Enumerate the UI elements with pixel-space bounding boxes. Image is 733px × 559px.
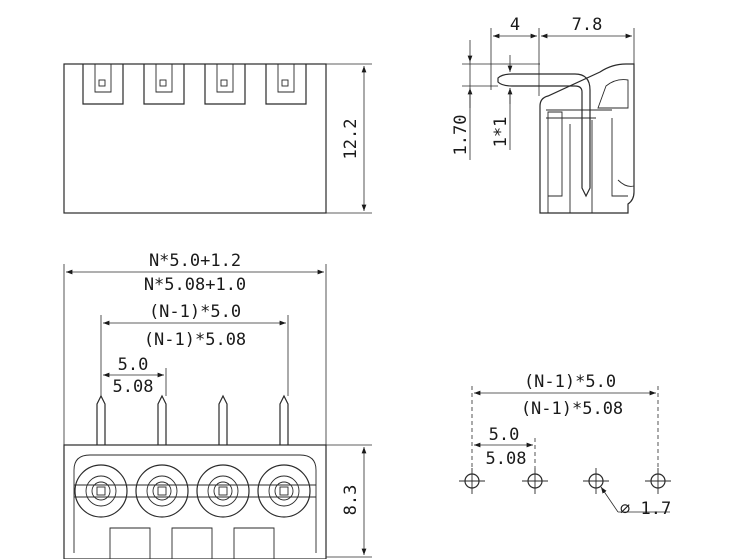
front-view-screw-3 (196, 464, 250, 518)
side-view-pin-width-label: 1*1 (491, 117, 511, 148)
front-pin-1 (96, 394, 106, 445)
front-view-pitch-dimension: 5.0 5.08 (103, 355, 167, 397)
pcb-pitch-label-50: 5.0 (489, 425, 520, 445)
pcb-hole-2 (522, 468, 548, 494)
front-view-overall-width-dimension: N*5.0+1.2 N*5.08+1.0 (63, 251, 327, 445)
side-view-top-dimensions: 4 7.8 (490, 15, 635, 96)
pcb-hole-3 (583, 468, 609, 494)
pcb-layout: (N-1)*5.0 (N-1)*5.08 5.0 5.08 ∅ 1.7 (459, 372, 671, 519)
pcb-span-dimension: (N-1)*5.0 (N-1)*5.08 (471, 372, 659, 468)
top-view-height-label: 12.2 (341, 119, 361, 160)
top-view-housing (63, 63, 327, 214)
front-view-screw-4 (257, 464, 311, 518)
front-pin-4 (279, 394, 289, 445)
front-pitch-label-50: 5.0 (118, 355, 149, 375)
front-pin-3 (218, 394, 228, 445)
pcb-hole-diameter-callout: ∅ 1.7 (600, 486, 671, 519)
pcb-pitch-dimension: 5.0 5.08 (474, 425, 536, 469)
side-view-pin-offset-label: 4 (510, 15, 520, 35)
side-view-depth-label: 7.8 (572, 15, 603, 35)
front-view-span-dimension: (N-1)*5.0 (N-1)*5.08 (100, 302, 289, 396)
side-view-left-dimensions: 1.70 1*1 (451, 40, 540, 160)
side-view: 4 7.8 1.70 1*1 (451, 15, 635, 214)
pcb-span-label-50: (N-1)*5.0 (524, 372, 616, 392)
top-view-height-dimension: 12.2 (326, 63, 372, 214)
front-span-label-508: (N-1)*5.08 (144, 330, 246, 350)
pcb-hole-4 (645, 468, 671, 494)
front-view-screw-1 (74, 464, 128, 518)
side-view-pin (497, 73, 591, 198)
side-view-pin-height-label: 1.70 (451, 115, 471, 156)
top-view-terminal-1 (82, 64, 124, 105)
top-view-terminal-2 (143, 64, 185, 105)
front-pitch-label-508: 5.08 (113, 377, 154, 397)
front-view: N*5.0+1.2 N*5.08+1.0 (N-1)*5.0 (N-1)*5.0… (63, 251, 372, 559)
front-view-screw-2 (135, 464, 189, 518)
front-view-pins (96, 394, 289, 445)
pcb-hole-diameter-label: ∅ 1.7 (620, 499, 671, 519)
pcb-pitch-label-508: 5.08 (486, 449, 527, 469)
front-overall-width-label-508: N*5.08+1.0 (144, 275, 246, 295)
top-view-terminal-3 (204, 64, 246, 105)
pcb-span-label-508: (N-1)*5.08 (521, 399, 623, 419)
front-pin-2 (157, 394, 167, 445)
front-view-housing (63, 444, 327, 559)
front-span-label-50: (N-1)*5.0 (149, 302, 241, 322)
front-height-label: 8.3 (341, 485, 361, 516)
top-view-terminal-4 (265, 64, 307, 105)
top-view: 12.2 (63, 63, 372, 214)
front-view-height-dimension: 8.3 (326, 444, 372, 558)
front-overall-width-label-50: N*5.0+1.2 (149, 251, 241, 271)
pcb-hole-1 (459, 468, 485, 494)
side-view-housing (539, 63, 635, 214)
